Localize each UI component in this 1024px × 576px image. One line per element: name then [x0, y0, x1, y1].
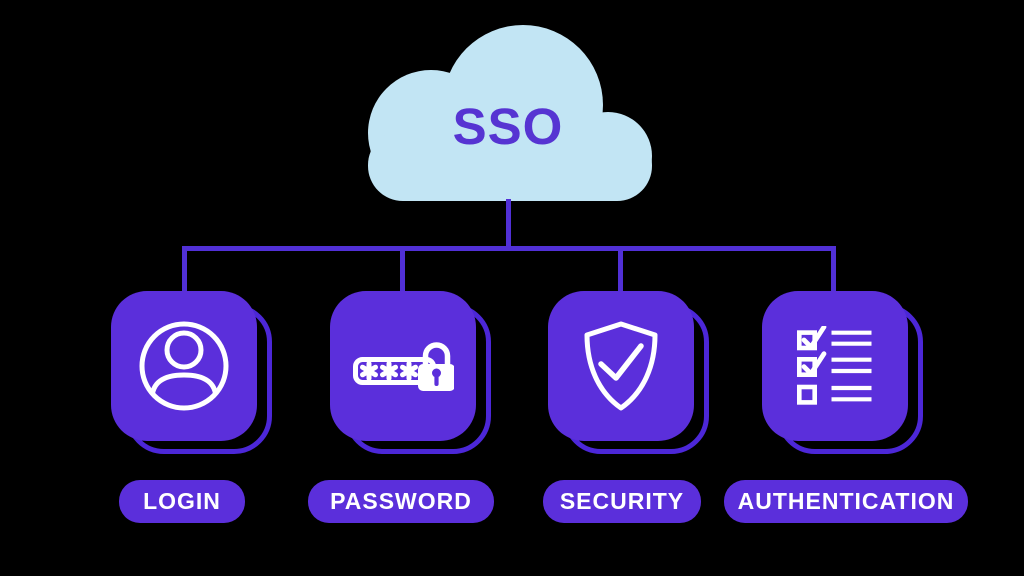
connector-stem — [506, 199, 511, 251]
pill-label-login: LOGIN — [143, 488, 221, 514]
diagram-title: SSO — [452, 98, 564, 155]
card-security — [548, 291, 694, 441]
shield-check-icon — [584, 321, 658, 411]
label-pill-authentication: AUTHENTICATION — [724, 480, 968, 523]
connector-drop-security — [618, 246, 623, 292]
card-authentication — [762, 291, 908, 441]
connector-horizontal — [182, 246, 836, 251]
connector-drop-authentication — [831, 246, 836, 292]
card-login — [111, 291, 257, 441]
password-asterisks — [359, 360, 418, 381]
cloud-shape — [368, 25, 652, 201]
checklist-icon — [797, 326, 872, 405]
card-password — [330, 291, 476, 441]
user-icon — [139, 321, 229, 411]
pill-label-authentication: AUTHENTICATION — [737, 488, 955, 514]
label-pill-security: SECURITY — [543, 480, 701, 523]
password-lock-icon — [352, 341, 454, 391]
connector-drop-password — [400, 246, 405, 292]
connector-drop-login — [182, 246, 187, 292]
label-pill-password: PASSWORD — [308, 480, 494, 523]
pill-label-security: SECURITY — [559, 488, 685, 514]
pill-label-password: PASSWORD — [330, 488, 472, 514]
label-pill-login: LOGIN — [119, 480, 245, 523]
